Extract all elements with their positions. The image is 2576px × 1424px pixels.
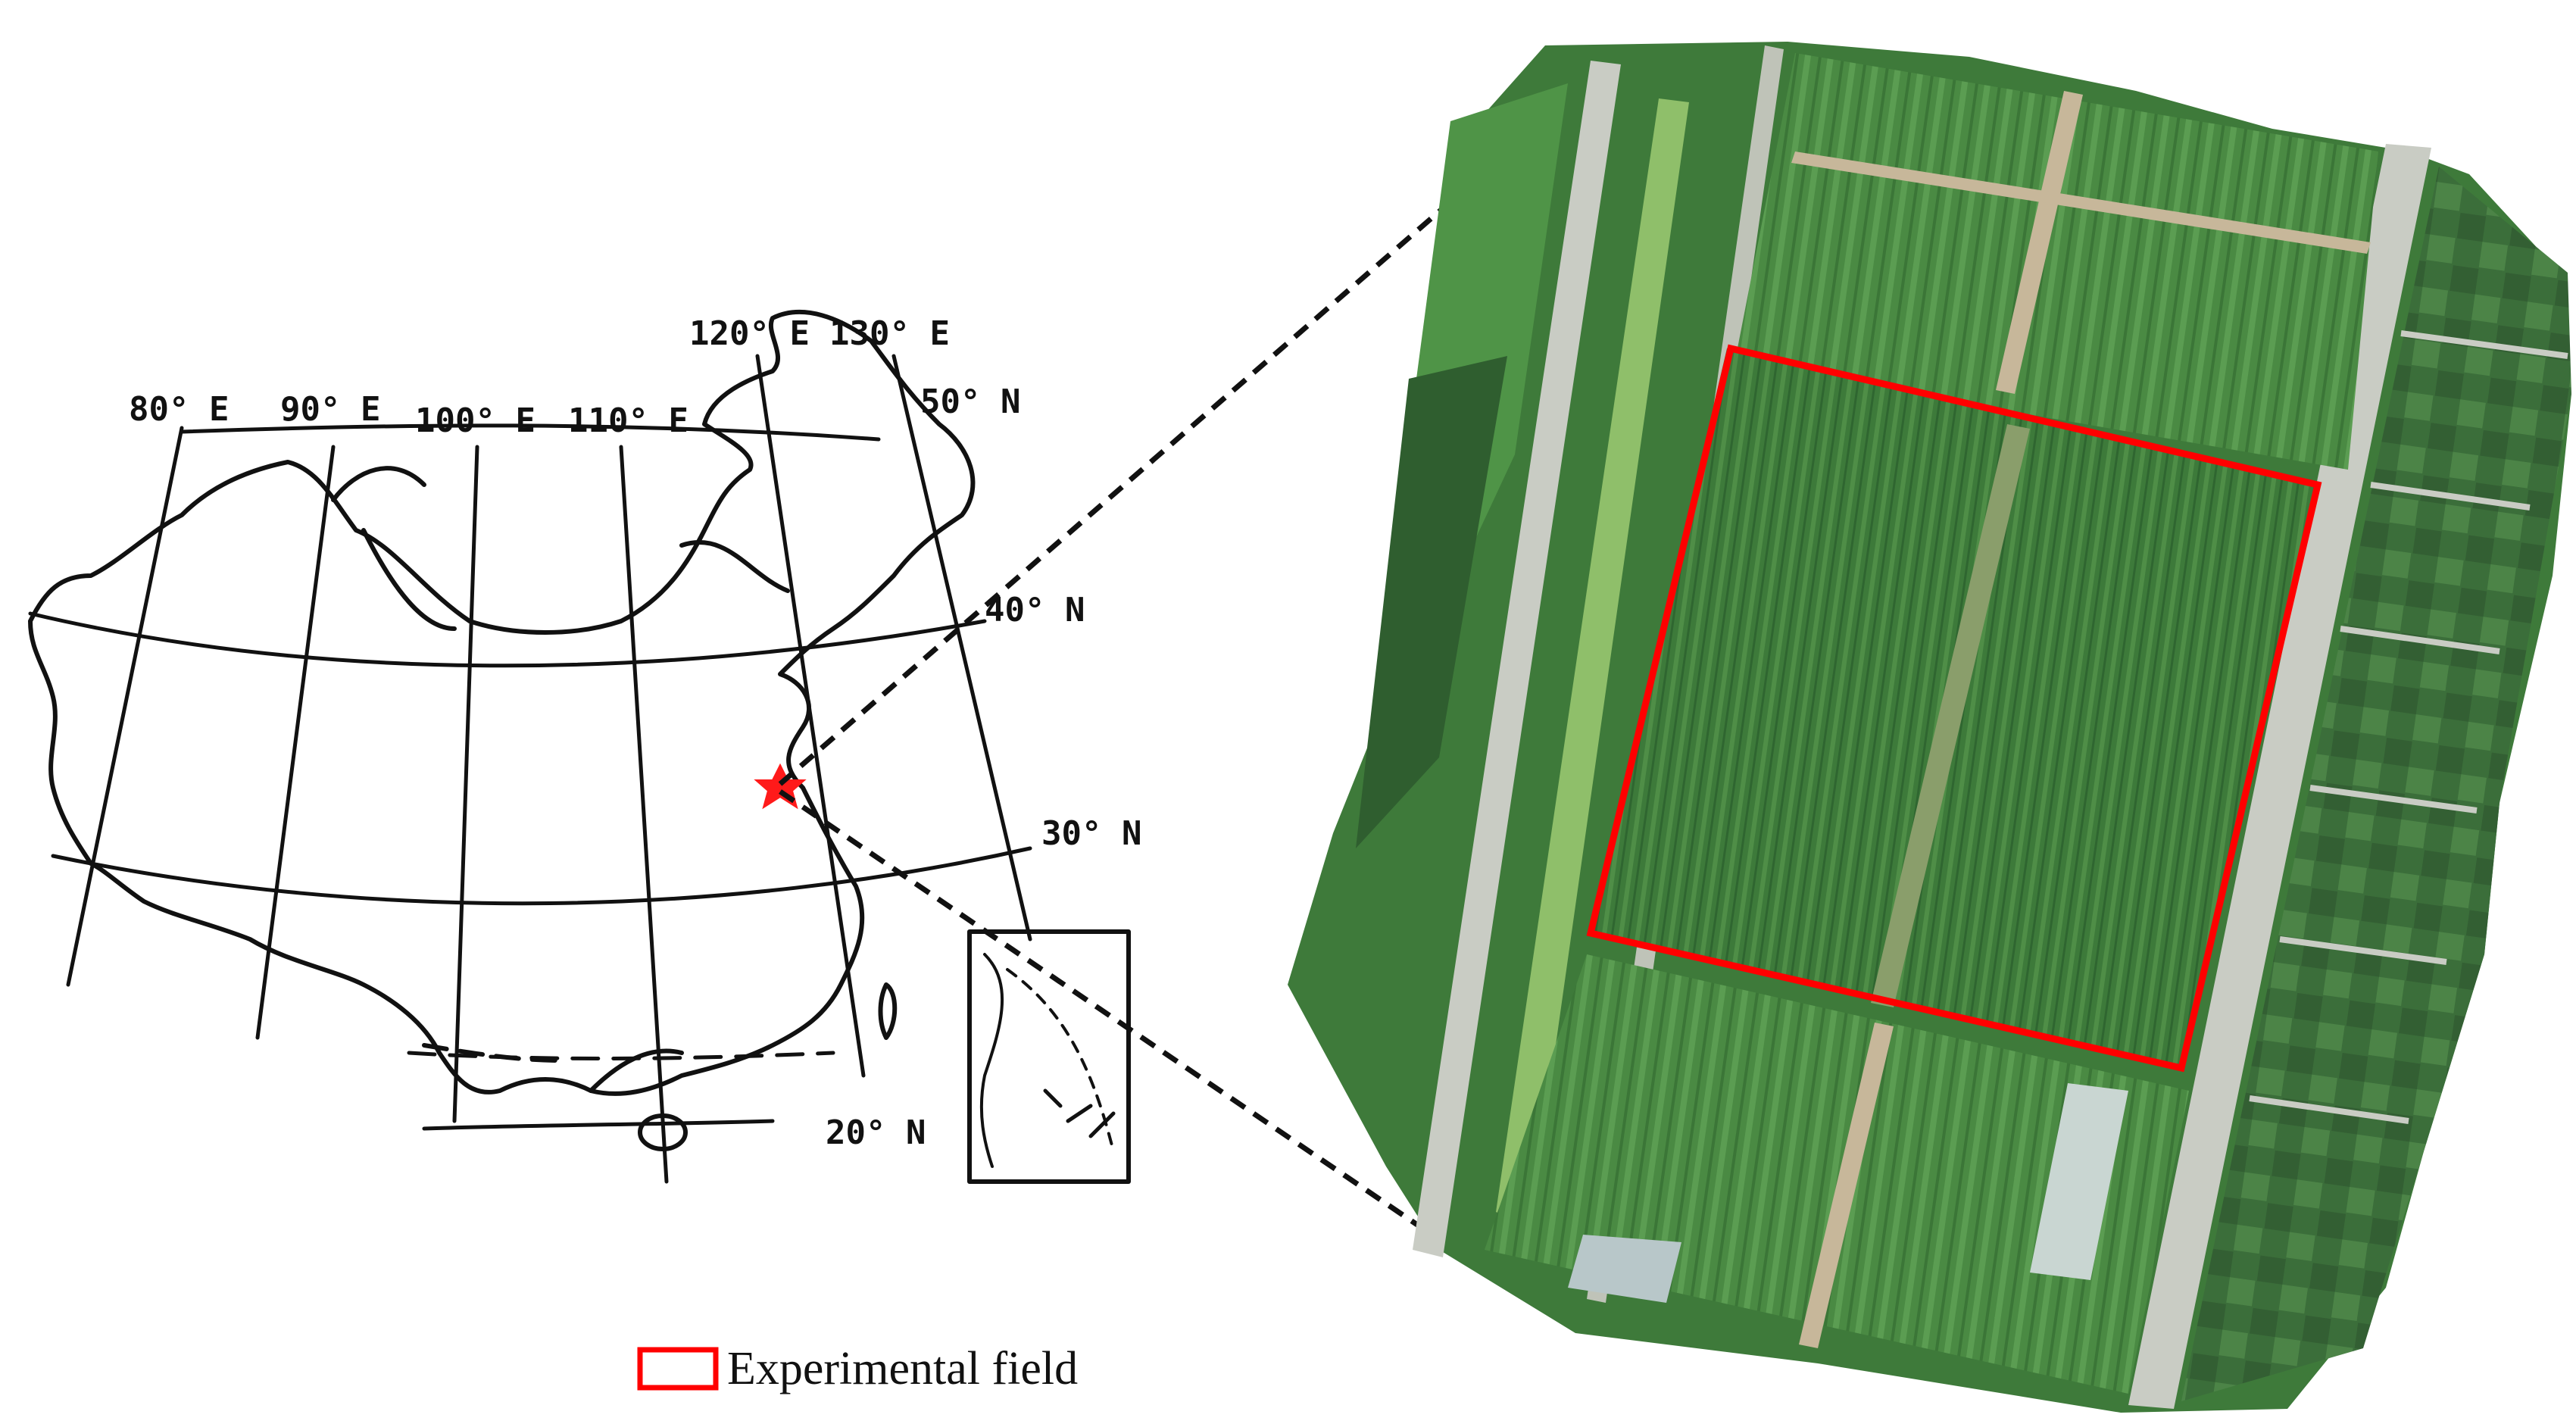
inset-islands <box>1043 1088 1116 1138</box>
inset-coastline <box>979 953 1004 1168</box>
connector-line-top <box>778 206 1445 786</box>
china-outline <box>28 310 976 1096</box>
paddy-dividers <box>2249 330 2568 1124</box>
longitude-line-90 <box>255 445 336 1040</box>
lat-label-30: 30° N <box>1041 814 1141 853</box>
latitude-line-20b <box>422 1119 775 1131</box>
lat-label-50: 50° N <box>920 383 1020 421</box>
field-path-top <box>1996 91 2083 394</box>
paddy-fields <box>2181 167 2571 1401</box>
field-center-path <box>1871 424 2030 1007</box>
field-path-top-h <box>1791 151 2371 254</box>
lon-label-80: 80° E <box>129 390 229 429</box>
field-path-bottom <box>1799 1023 1894 1348</box>
tree-line <box>1356 356 1507 848</box>
lon-label-130: 130° E <box>829 314 950 353</box>
map-labels: 80° E 90° E 100° E 110° E 120° E 130° E … <box>129 314 1141 1152</box>
internal-border <box>679 539 790 593</box>
lat-label-20: 20° N <box>826 1113 926 1152</box>
connector-line-bottom <box>779 789 1444 1244</box>
longitude-line-100 <box>452 445 479 1123</box>
left-road <box>1413 61 1621 1257</box>
longitude-line-120 <box>755 354 866 1078</box>
legend-label: Experimental field <box>727 1343 1078 1394</box>
lon-label-120: 120° E <box>689 314 810 353</box>
latitude-line-20 <box>407 1051 835 1060</box>
study-site-star-icon <box>754 763 807 810</box>
internal-border <box>331 466 426 502</box>
legend-swatch <box>637 1347 719 1391</box>
lon-label-110: 110° E <box>568 401 688 440</box>
longitude-line-110 <box>619 445 669 1184</box>
longitude-line-80 <box>66 426 184 987</box>
aerial-image <box>1288 42 2571 1413</box>
latitude-line-30 <box>51 846 1032 906</box>
greenhouse-2 <box>1568 1235 1681 1303</box>
experimental-field-highlight <box>1586 344 2322 1073</box>
internal-border <box>361 528 457 631</box>
lat-label-40: 40° N <box>985 591 1085 629</box>
longitude-line-130 <box>891 354 1032 942</box>
canal <box>1496 98 1689 1227</box>
internal-border <box>422 1043 563 1063</box>
south-china-sea-inset <box>967 929 1131 1184</box>
taiwan-island <box>878 982 898 1040</box>
china-map <box>28 310 1131 1184</box>
legend: Experimental field <box>637 1343 1078 1394</box>
latitude-line-40 <box>28 611 987 668</box>
field-block-top <box>1735 53 2378 470</box>
lon-label-100: 100° E <box>415 401 535 440</box>
connector-lines <box>778 206 1445 1244</box>
lon-label-90: 90° E <box>280 390 380 429</box>
right-road <box>2128 144 2431 1409</box>
inset-border <box>1006 968 1115 1153</box>
greenhouse <box>2030 1083 2128 1280</box>
